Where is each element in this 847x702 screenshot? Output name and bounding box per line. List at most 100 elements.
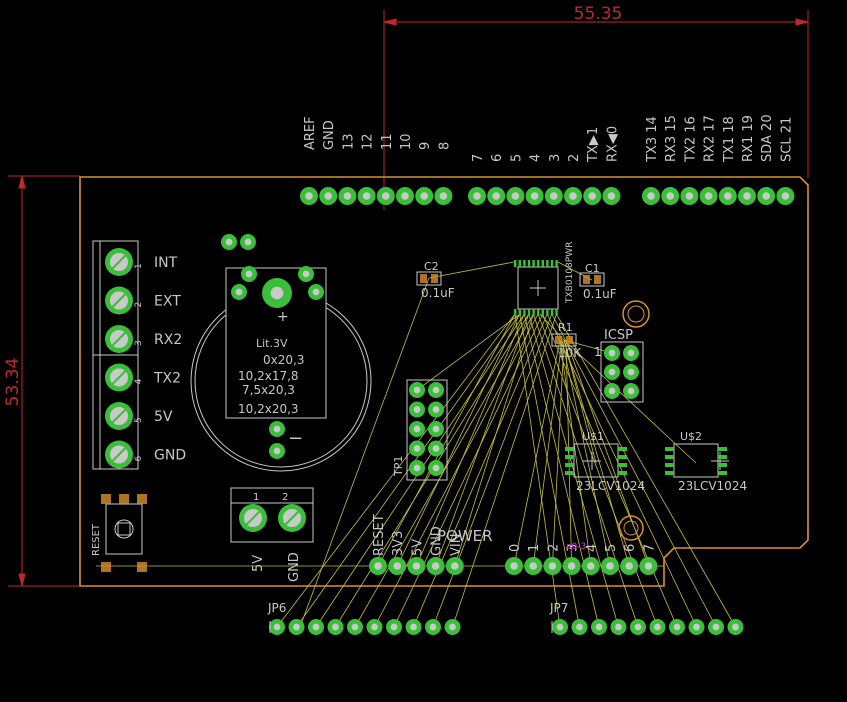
header-pin-label: 7: [471, 154, 486, 162]
tp1-pad: [409, 440, 425, 457]
power-terminal-pads: [239, 504, 306, 532]
jp6-pad: [444, 619, 461, 635]
capacitor-c1: [579, 272, 605, 287]
jp7-pad: [669, 619, 685, 635]
icsp-outline: [600, 341, 644, 403]
jp7-pad: [610, 619, 627, 635]
header-pin-label: 3: [548, 154, 563, 162]
c2-value: 0.1uF: [421, 286, 455, 300]
jp6-pad: [288, 619, 305, 635]
ic-pin: [514, 309, 517, 316]
header-pad: [396, 187, 414, 205]
power-pin-label: 3V3: [391, 531, 406, 556]
power-header-pad: [407, 557, 426, 575]
tp1-pad: [428, 382, 444, 398]
icsp-pad: [604, 383, 620, 399]
soic-pad: [618, 463, 627, 467]
header-pad: [468, 187, 486, 205]
reset-button: [105, 503, 143, 555]
soic-pad: [718, 471, 727, 475]
ic-pin: [550, 260, 554, 267]
reset-button-label: RESET: [91, 523, 102, 556]
jp6-pad: [327, 619, 344, 635]
ic-pin: [546, 309, 549, 316]
airwire: [432, 313, 553, 628]
airwire: [396, 313, 520, 567]
soic-pad: [665, 455, 674, 459]
soic-pad: [718, 447, 727, 451]
ic-pin: [537, 260, 540, 267]
header-pin-label: SDA 20: [760, 114, 775, 162]
capacitor-c2: [416, 271, 442, 286]
header-pad: [434, 187, 453, 205]
jp6-pad: [347, 619, 363, 635]
airwire: [435, 313, 530, 567]
analog-highlight: a0-3: [566, 542, 586, 552]
u1-value: 23LCV1024: [576, 479, 645, 493]
header-pad: [642, 187, 660, 205]
battery-size-1: 10,2x17,8: [238, 369, 299, 383]
terminal-pads: [105, 248, 133, 469]
analog-header-pad: [524, 557, 543, 575]
jp6-pad: [308, 619, 324, 635]
u2-name: U$2: [680, 430, 702, 443]
airwire: [454, 313, 534, 567]
terminal-pin-number: 5: [134, 417, 144, 423]
icsp-pad: [623, 345, 639, 361]
analog-header-pad: [562, 557, 581, 575]
header-pad: [506, 187, 525, 205]
power-header-pad: [445, 557, 464, 575]
header-pin-label: TX1 18: [722, 116, 737, 163]
jp6-pad: [366, 619, 383, 635]
airwire: [393, 313, 543, 628]
power-pin-label: RESET: [372, 514, 387, 556]
analog-pin-label: 2: [546, 544, 561, 552]
jp7-pad: [649, 619, 666, 635]
power-pin-label: 5V: [410, 539, 425, 556]
u2-pads: [665, 447, 727, 475]
header-pad: [357, 187, 376, 205]
header-pad: [738, 187, 756, 205]
soic-pad: [565, 455, 574, 459]
ic-pin: [518, 309, 521, 316]
header-pin-label: 11: [380, 133, 395, 150]
analog-pin-label: 0: [508, 544, 523, 552]
analog-pin-label: 4: [585, 544, 600, 552]
reset-smd-pad: [101, 494, 111, 504]
power-pin-label: VIN: [449, 534, 464, 556]
header-pin-label: 2: [567, 154, 582, 162]
header-pad: [661, 187, 680, 205]
power-terminal-label-gnd: GND: [287, 552, 302, 582]
header-right-top: [642, 187, 795, 205]
u1-pads: [565, 447, 627, 475]
jp6-label: JP6: [267, 601, 286, 615]
airwire: [514, 313, 561, 628]
terminal-screw: [105, 286, 133, 315]
mounting-hole-top: [622, 300, 650, 328]
jp7-pad: [552, 619, 568, 635]
airwire: [556, 313, 736, 628]
header-pin-label: 4: [529, 154, 544, 162]
airwire: [559, 339, 592, 567]
terminal-label: GND: [154, 448, 186, 464]
airwire: [416, 313, 525, 567]
power-header-pad: [369, 557, 387, 575]
soic-pad: [665, 447, 674, 451]
tp1-label: TP1: [392, 456, 405, 477]
c1-name: C1: [585, 262, 600, 275]
airwire: [533, 313, 639, 628]
ic-pin: [541, 260, 544, 267]
header-pad: [525, 187, 544, 205]
ic-pin: [514, 260, 517, 267]
reset-pads: [101, 494, 147, 572]
soic-pad: [565, 463, 574, 467]
header-pad: [602, 187, 621, 205]
power-terminal-pin1: 1: [253, 492, 259, 503]
terminal-screw: [105, 363, 133, 392]
battery-plus-pad: [262, 278, 292, 308]
mounting-hole-bottom: [618, 515, 644, 541]
height-dimension: [8, 175, 80, 587]
header-pin-label: 8: [437, 142, 452, 150]
jp7-label: JP7: [549, 601, 568, 615]
soic-pad: [565, 447, 574, 451]
